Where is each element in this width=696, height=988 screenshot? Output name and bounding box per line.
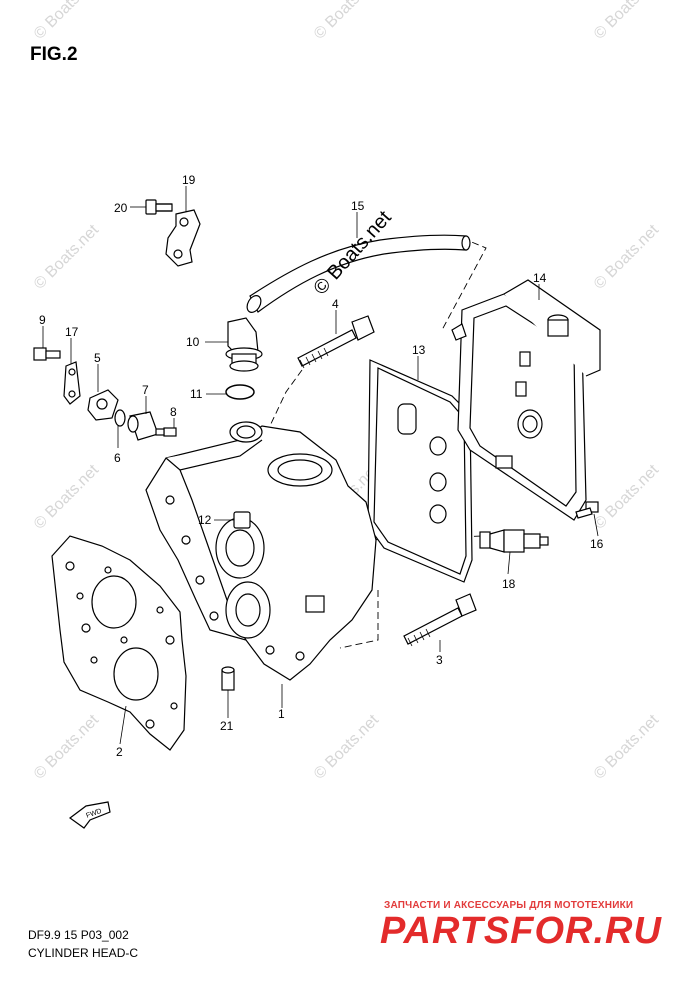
bracket-19 (165, 209, 201, 267)
cylinder-head-1 (145, 421, 377, 681)
callout-18: 18 (502, 577, 516, 591)
watermark: © Boats.net (591, 0, 663, 43)
figure-code: DF9.9 15 P03_002 (28, 928, 129, 942)
callout-1: 1 (278, 707, 285, 721)
watermark: © Boats.net (31, 461, 103, 533)
callout-19: 19 (182, 173, 196, 187)
watermark: © Boats.net (31, 221, 103, 293)
bolt-3 (403, 593, 477, 647)
callout-21: 21 (220, 719, 234, 733)
gasket-13 (367, 359, 473, 583)
leader-lines (42, 186, 599, 745)
watermark: © Boats.net (311, 711, 383, 783)
watermark: © Boats.net (311, 0, 383, 43)
plate-17 (63, 361, 81, 405)
screw-8 (155, 427, 177, 437)
bolt-9 (33, 347, 61, 361)
callout-15: 15 (351, 199, 365, 213)
callout-17: 17 (65, 325, 79, 339)
callout-10: 10 (186, 335, 200, 349)
callout-4: 4 (332, 297, 339, 311)
callout-7: 7 (142, 383, 149, 397)
callout-11: 11 (190, 387, 203, 401)
o-ring-6 (114, 409, 126, 427)
figure-caption: CYLINDER HEAD-C (28, 946, 139, 960)
callout-14: 14 (533, 271, 547, 285)
dowel-21 (221, 666, 235, 691)
bolt-4 (297, 315, 375, 369)
callout-8: 8 (170, 405, 177, 419)
watermark: © Boats.net (591, 221, 663, 293)
breather-hose (246, 234, 471, 313)
o-ring-11 (225, 384, 255, 400)
callout-2: 2 (116, 745, 123, 759)
callout-6: 6 (114, 451, 121, 465)
spark-plug-18 (479, 529, 549, 553)
watermark: © Boats.net (31, 711, 103, 783)
head-gasket-2 (51, 535, 187, 751)
figure-title: FIG.2 (30, 44, 78, 65)
callout-5: 5 (94, 351, 101, 365)
bolt-20 (145, 199, 173, 215)
callout-20: 20 (114, 201, 128, 215)
watermark: © Boats.net (591, 711, 663, 783)
bolt-16 (575, 501, 599, 519)
callout-16: 16 (590, 537, 604, 551)
brand-logo: PARTSFOR.RU (380, 910, 662, 952)
watermark: © Boats.net (591, 461, 663, 533)
bracket-5 (87, 389, 119, 421)
callout-3: 3 (436, 653, 443, 667)
callout-9: 9 (39, 313, 46, 327)
callout-13: 13 (412, 343, 426, 357)
brand-subtitle: ЗАПЧАСТИ И АКСЕССУАРЫ ДЛЯ МОТОТЕХНИКИ (384, 900, 634, 911)
sleeve-7 (127, 411, 159, 441)
forward-arrow-icon: FWD (68, 801, 111, 829)
callout-12: 12 (198, 513, 212, 527)
watermark: © Boats.net (31, 0, 103, 43)
head-cover-14 (451, 279, 601, 521)
oil-cap-10 (225, 317, 263, 372)
callout-labels: 19 20 15 14 4 10 13 9 17 5 7 8 6 11 12 1… (39, 173, 604, 759)
